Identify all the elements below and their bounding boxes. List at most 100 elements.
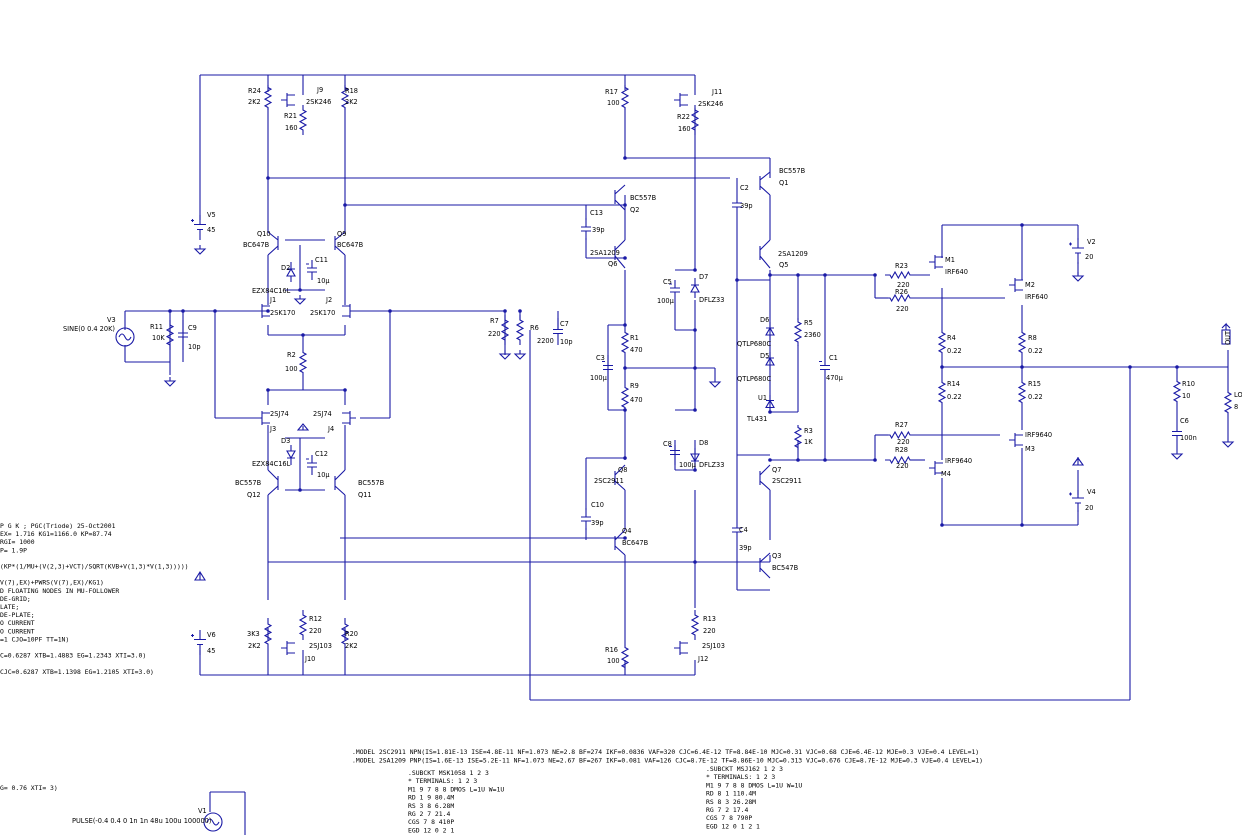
subckt-left-line: RG 2 7 21.4 (408, 810, 450, 818)
resistor-r23 (885, 270, 915, 280)
junction-dot (735, 278, 739, 282)
resistor-r11 (165, 320, 175, 350)
resistor-r1 (620, 330, 630, 355)
label-c8-0: C8 (663, 440, 672, 448)
subckt-left-line: RD 1 9 80.4M (408, 794, 454, 802)
diode-u1 (765, 395, 775, 412)
subckt-left-line: EGD 12 0 2 1 (408, 826, 454, 834)
fet-j1 (256, 304, 270, 318)
label-q5-1: Q5 (779, 261, 788, 269)
junction-dot (623, 256, 627, 260)
resistor-r26 (885, 293, 915, 303)
junction-dot (693, 408, 697, 412)
label-r6-1: 2200 (537, 337, 554, 345)
label-r10-1: 10 (1182, 392, 1190, 400)
label-c8-1: 100µ (679, 461, 697, 469)
label-j3-0: 2SJ74 (270, 410, 289, 418)
junction-dot (693, 328, 697, 332)
label-d6-1: QTLP680C (737, 340, 771, 348)
label-q7-0: Q7 (772, 466, 781, 474)
left-notes-line: D FLOATING NODES IN MU-FOLLOWER (0, 587, 119, 595)
label-r23-0: R23 (895, 262, 908, 270)
junction-dot (213, 309, 217, 313)
label-d3-1: EZX84C16L (252, 460, 291, 468)
junction-dot (693, 268, 697, 272)
label-q3-1: BC547B (772, 564, 799, 572)
label-j12-0: 2SJ103 (702, 642, 725, 650)
label-m3-0: IRF9640 (1025, 431, 1052, 439)
junction-dot (623, 366, 627, 370)
subckt-right-line: CGS 7 8 790P (706, 814, 752, 822)
label-v6-1: 45 (207, 647, 215, 655)
resistor-r10 (1172, 380, 1182, 403)
label-c13-1: 39p (592, 226, 605, 234)
model-lines-line: .MODEL 2SA1209 PNP(IS=1.6E-13 ISE=5.2E-1… (352, 757, 983, 765)
label-c10-1: 39p (591, 519, 604, 527)
resistor-r4 (937, 330, 947, 355)
junction-dot (388, 309, 392, 313)
ground-icon (193, 245, 207, 255)
label-c3-1: 100µ (590, 374, 608, 382)
fet-m4 (929, 461, 943, 475)
resistor-r22 (690, 105, 700, 135)
left-bottom-note: G= 0.76 XTI= 3) (0, 784, 58, 792)
label-r14-1: 0.22 (947, 393, 962, 401)
label-r7-0: R7 (490, 317, 499, 325)
fet-j4 (342, 411, 356, 425)
left-notes-line: O CURRENT (0, 627, 35, 635)
label-r2-0: R2 (287, 351, 296, 359)
out-arrow-icon (1221, 322, 1231, 330)
label-r4-0: R4 (947, 334, 956, 342)
label-r13-1: 220 (703, 627, 716, 635)
resistor-rl (1223, 390, 1233, 415)
subckt-left-line: RS 3 8 6.28M (408, 802, 454, 810)
transistor-q3 (759, 552, 771, 579)
ground-icon (498, 350, 512, 360)
label-r5-0: R5 (804, 319, 813, 327)
label-q11-1: Q11 (358, 491, 372, 499)
battery-v5 (191, 215, 206, 240)
label-m3-1: M3 (1025, 445, 1035, 453)
battery-v2 (1069, 238, 1084, 264)
label-m2-0: M2 (1025, 281, 1035, 289)
junction-dot (518, 309, 522, 313)
model-lines-line: .MODEL 2SC2911 NPN(IS=1.81E-13 ISE=4.8E-… (352, 748, 979, 756)
capacitor-c3 (602, 355, 613, 380)
label-j1-1: 2SK170 (270, 309, 295, 317)
capacitor-c7 (553, 318, 563, 345)
resistor-r7 (500, 315, 510, 345)
label-q4-0: Q4 (622, 527, 631, 535)
label-r19b-1: 2K2 (248, 642, 261, 650)
diode-d5 (765, 352, 775, 370)
label-r10-0: R10 (1182, 380, 1195, 388)
label-r21-0: R21 (284, 112, 297, 120)
label-j12-1: J12 (697, 655, 708, 663)
junction-dot (1020, 365, 1024, 369)
capacitor-c2 (732, 195, 742, 215)
label-u1-0: U1 (758, 394, 767, 402)
junction-dot (1128, 365, 1132, 369)
junction-dot (823, 273, 827, 277)
label-c7-1: 10p (560, 338, 573, 346)
label-r7-1: 220 (488, 330, 501, 338)
junction-dot (298, 288, 302, 292)
junction-dot (623, 203, 627, 207)
label-q9-0: Q9 (337, 230, 346, 238)
junction-dot (623, 456, 627, 460)
sine-wave-icon (118, 333, 132, 341)
label-q8-1: 2SC2911 (594, 477, 624, 485)
resistor-r24 (263, 85, 273, 110)
subckt-right-line: RG 7 2 17.4 (706, 806, 748, 814)
label-c11-0: C11 (315, 256, 328, 264)
junction-dot (940, 365, 944, 369)
label-v5-0: V5 (207, 211, 216, 219)
diode-d3 (286, 445, 296, 465)
capacitor-c5 (669, 280, 680, 300)
junction-dot (623, 323, 627, 327)
capacitor-c11 (306, 260, 317, 280)
fet-j11 (674, 93, 688, 107)
ground-icon (1221, 438, 1235, 448)
left-notes-line: EX= 1.716 KG1=1166.0 KP=87.74 (0, 530, 112, 538)
label-r9-1: 470 (630, 396, 643, 404)
